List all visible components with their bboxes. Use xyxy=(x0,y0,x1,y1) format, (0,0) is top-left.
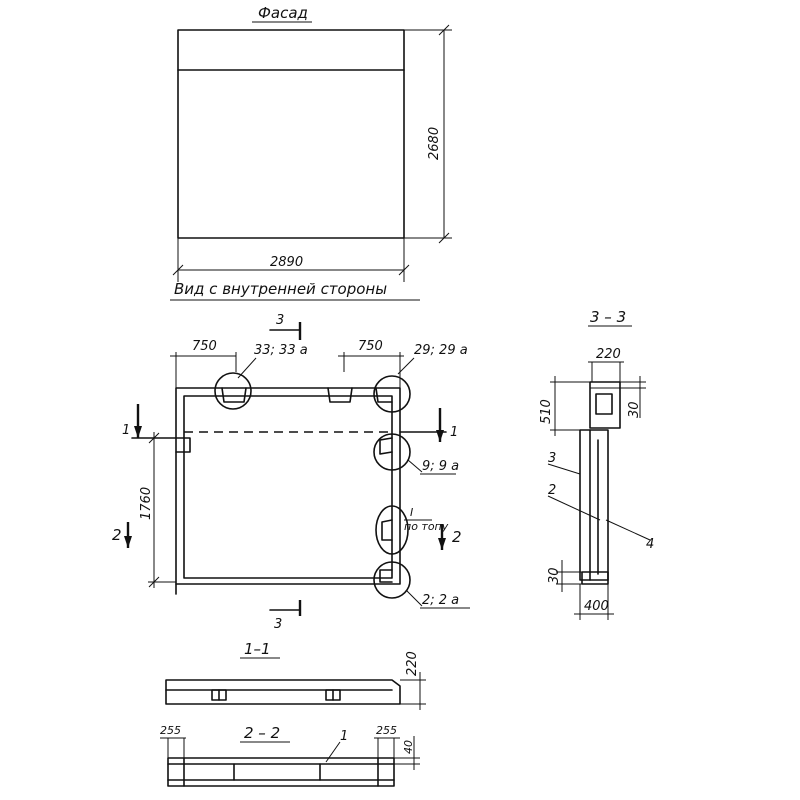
node-ref-top: I xyxy=(410,506,413,519)
section-22-dim-right: 255 xyxy=(376,724,397,737)
cut-2-right-label: 2 xyxy=(452,528,462,546)
section-33-dim-30-bottom: 30 xyxy=(547,567,562,584)
cut-3-top-label: 3 xyxy=(276,313,284,328)
dim-right-750: 750 xyxy=(358,339,383,354)
dim-left-750: 750 xyxy=(192,339,217,354)
section-11-dim-height: 220 xyxy=(405,651,420,676)
section-33-pos-2: 2 xyxy=(548,483,556,498)
section-2-2: 2 – 2 255 255 1 40 xyxy=(160,724,420,787)
inner-view-title: Вид с внутренней стороны xyxy=(174,280,387,298)
node-top-right-label: 29; 29 а xyxy=(414,343,468,358)
cut-2-left-label: 2 xyxy=(112,526,122,544)
cut-1-left-label: 1 xyxy=(122,423,130,438)
section-3-3: 3 – 3 220 510 30 3 2 4 30 xyxy=(539,308,654,620)
section-33-pos-4: 4 xyxy=(646,537,654,552)
section-33-dim-top: 220 xyxy=(596,347,621,362)
facade-title: Фасад xyxy=(258,4,308,22)
section-11-title: 1–1 xyxy=(244,640,271,658)
facade-width-dim: 2890 xyxy=(270,255,303,270)
node-ref-bottom: по топу xyxy=(404,520,449,533)
node-mid-right-label: 9; 9 а xyxy=(422,459,459,474)
inner-view: Вид с внутренней стороны 3 750 750 33; 3… xyxy=(112,280,470,632)
section-22-pos-1: 1 xyxy=(340,729,348,744)
section-1-1: 1–1 220 xyxy=(165,640,426,710)
cut-1-right-label: 1 xyxy=(450,425,458,440)
section-22-title: 2 – 2 xyxy=(244,724,280,742)
facade-height-dim: 2680 xyxy=(427,127,442,160)
section-22-dim-left: 255 xyxy=(160,724,181,737)
facade-view: Фасад 2680 2890 xyxy=(172,4,452,282)
section-22-dim-height: 40 xyxy=(402,740,415,754)
section-33-dim-width: 400 xyxy=(584,599,609,614)
section-33-pos-3: 3 xyxy=(548,451,556,466)
dim-height-1760: 1760 xyxy=(139,487,154,520)
section-33-dim-510: 510 xyxy=(539,399,554,424)
node-top-left-label: 33; 33 а xyxy=(254,343,308,358)
node-bottom-right-label: 2; 2 а xyxy=(422,593,459,608)
section-33-title: 3 – 3 xyxy=(590,308,626,326)
section-33-dim-30-top: 30 xyxy=(627,401,642,418)
cut-3-bottom-label: 3 xyxy=(274,617,282,632)
